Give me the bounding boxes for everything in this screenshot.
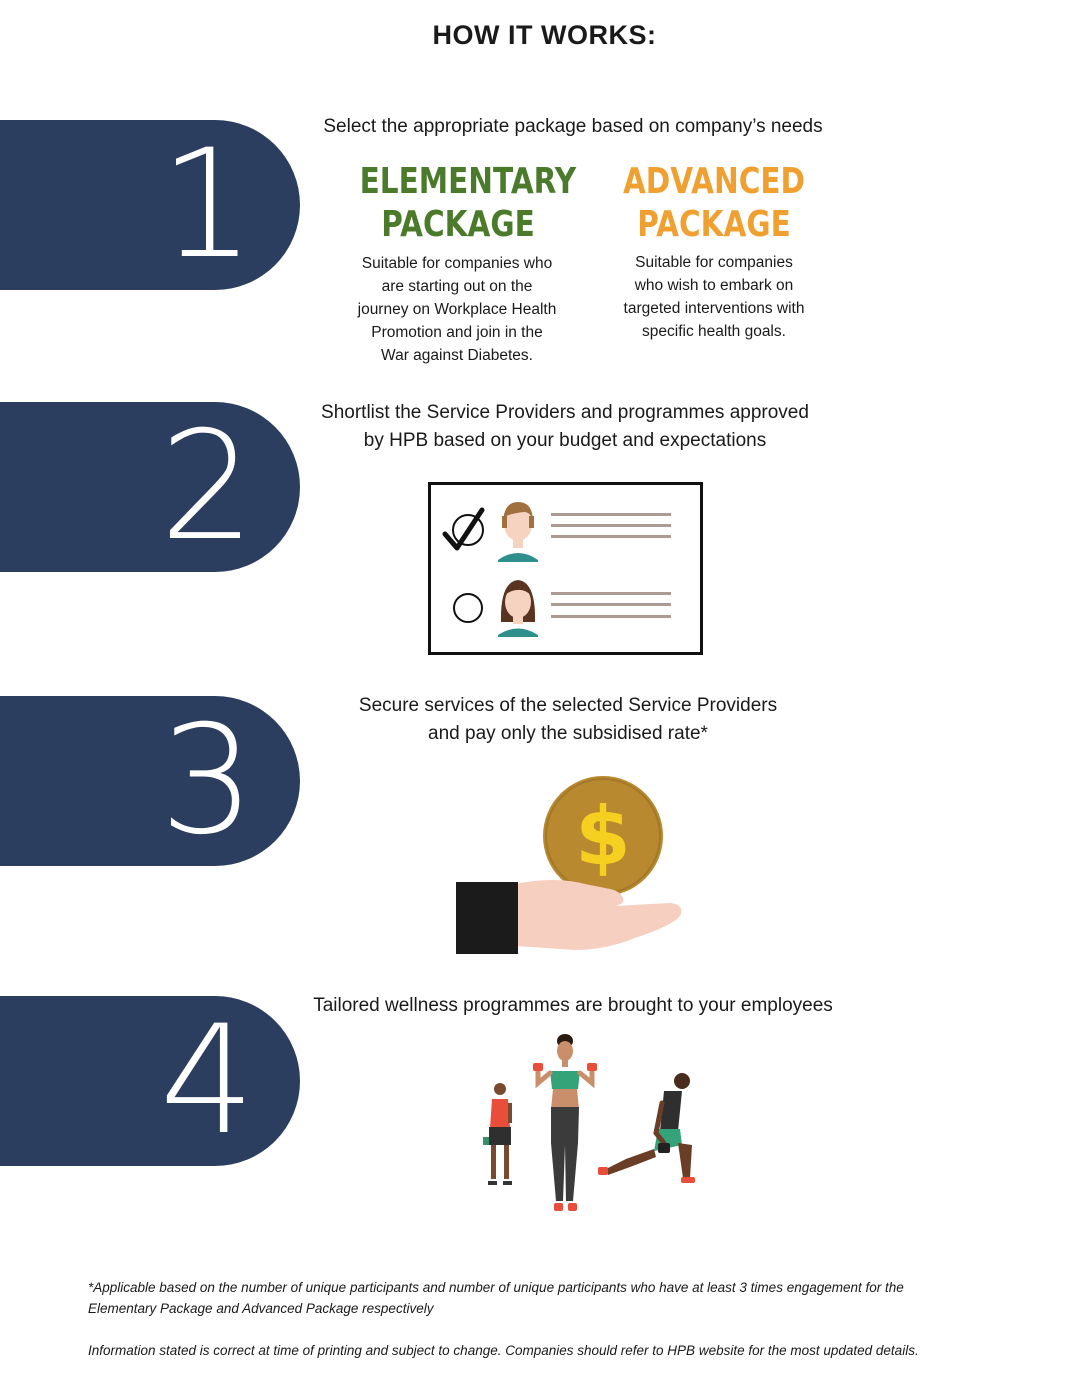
footnote-line: *Applicable based on the number of uniqu… (88, 1280, 904, 1295)
man-lunging-icon (598, 1073, 695, 1183)
step-2-text: Shortlist the Service Providers and prog… (290, 399, 840, 455)
elementary-desc-line: journey on Workplace Health (357, 301, 557, 318)
advanced-desc-line: specific health goals. (642, 323, 786, 340)
avatar-man-icon (498, 502, 538, 562)
elementary-title-line2: PACKAGE (381, 204, 535, 245)
step-3-text: Secure services of the selected Service … (290, 692, 846, 748)
checkmark-icon (442, 507, 485, 551)
step-1-text: Select the appropriate package based on … (323, 116, 823, 137)
hand-with-coin-icon: $ (456, 776, 682, 954)
step-2-text-line: Shortlist the Service Providers and prog… (321, 402, 809, 423)
step-3-text-line: Secure services of the selected Service … (358, 695, 778, 716)
footnote-asterisk: *Applicable based on the number of uniqu… (88, 1277, 1008, 1319)
step-2-tab: 2 (0, 402, 300, 572)
exercising-people-icon (483, 1034, 695, 1211)
step-1-tab: 1 (0, 120, 300, 290)
step-2-number: 2 (159, 400, 255, 574)
advanced-desc-line: Suitable for companies (635, 254, 793, 271)
woman-with-dumbbells-icon (533, 1034, 597, 1211)
step-1-number: 1 (159, 118, 255, 292)
advanced-title-line2: PACKAGE (637, 204, 791, 245)
page-title: HOW IT WORKS: (432, 20, 657, 50)
coin-icon (543, 776, 663, 896)
step-3-text-line: and pay only the subsidised rate* (428, 723, 708, 744)
advanced-desc-line: who wish to embark on (634, 277, 794, 294)
advanced-title-line1: ADVANCED (622, 161, 806, 202)
advanced-package-title: ADVANCED PACKAGE (616, 160, 813, 246)
advanced-package-description: Suitable for companies who wish to embar… (604, 251, 824, 343)
elementary-package-description: Suitable for companies who are starting … (337, 252, 577, 367)
unchecked-radio-icon (453, 593, 483, 623)
footnote-line: Elementary Package and Advanced Package … (88, 1301, 434, 1316)
avatar-woman-icon (498, 580, 538, 637)
step-3-number: 3 (159, 694, 255, 868)
advanced-desc-line: targeted interventions with (623, 300, 805, 317)
shortlist-card-icon (428, 482, 703, 655)
step-4-tab: 4 (0, 996, 300, 1166)
elementary-desc-line: Promotion and join in the (371, 324, 543, 341)
dollar-sign-icon: $ (575, 790, 631, 883)
sleeve-cuff (456, 882, 518, 954)
step-3-tab: 3 (0, 696, 300, 866)
hand-icon (515, 880, 682, 950)
checked-radio-icon (452, 514, 484, 546)
elementary-desc-line: War against Diabetes. (381, 347, 533, 364)
step-2-text-line: by HPB based on your budget and expectat… (363, 430, 767, 451)
step-4-number: 4 (159, 994, 255, 1168)
elementary-desc-line: are starting out on the (381, 278, 533, 295)
elementary-desc-line: Suitable for companies who (361, 255, 553, 272)
man-with-bottle-icon (483, 1083, 512, 1185)
elementary-title-line1: ELEMENTARY (359, 161, 577, 202)
elementary-package-title: ELEMENTARY PACKAGE (359, 160, 577, 246)
card-frame (428, 482, 703, 655)
footnote-disclaimer: Information stated is correct at time of… (88, 1343, 919, 1358)
step-4-text: Tailored wellness programmes are brought… (313, 995, 833, 1016)
